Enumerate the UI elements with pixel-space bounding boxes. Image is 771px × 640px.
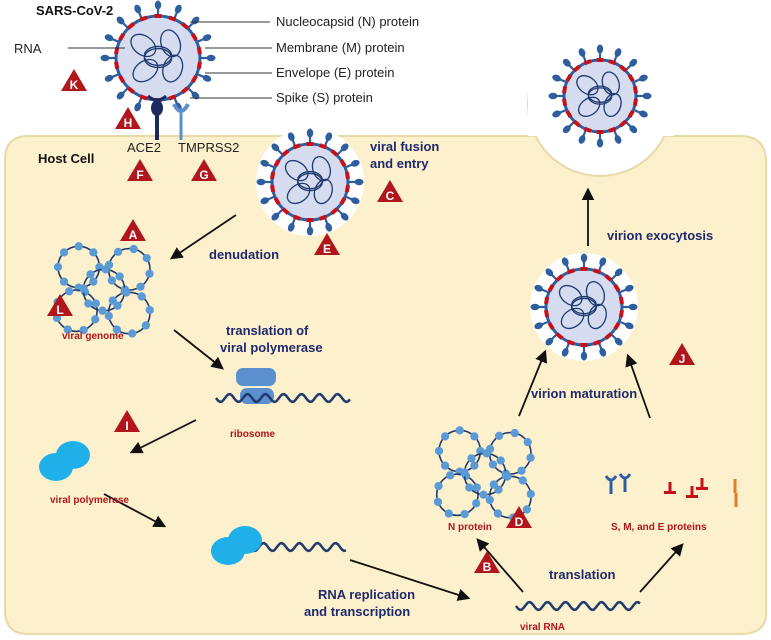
svg-text:A: A [129, 228, 138, 242]
svg-text:F: F [136, 168, 143, 182]
marker-j: J [669, 343, 695, 366]
s-m-e-proteins-label: S, M, and E proteins [611, 522, 707, 533]
svg-text:B: B [483, 560, 492, 574]
marker-i: I [114, 410, 140, 433]
svg-text:K: K [70, 78, 79, 92]
marker-d: D [506, 506, 532, 529]
svg-text:L: L [56, 303, 63, 317]
svg-text:C: C [386, 189, 395, 203]
step-markers: A B C D E F G H I J K L [47, 69, 695, 574]
virion-sars-cov-2 [100, 0, 216, 116]
marker-c: C [377, 180, 403, 203]
envelope-label: Envelope (E) protein [276, 65, 395, 80]
ribosome-icon [215, 368, 351, 404]
marker-a: A [120, 219, 146, 242]
marker-e: E [314, 233, 340, 256]
tmprss2-label: TMPRSS2 [178, 140, 240, 155]
viral-polymerase-icon [39, 441, 90, 481]
n-protein-label: N protein [448, 522, 492, 533]
marker-l: L [47, 294, 73, 317]
maturation-label: virion maturation [531, 386, 638, 401]
svg-text:J: J [679, 352, 686, 366]
svg-text:D: D [515, 515, 524, 529]
viral-genome-label: viral genome [62, 331, 124, 342]
svg-text:H: H [124, 116, 133, 130]
s-m-e-proteins [604, 473, 738, 507]
ace2-label: ACE2 [127, 140, 161, 155]
virus-label-leaders [68, 21, 272, 99]
replication-label-2: and transcription [304, 604, 411, 619]
host-cell-label: Host Cell [38, 151, 95, 166]
ribosome-label: ribosome [230, 429, 276, 440]
tmprss2-receptor [172, 103, 190, 140]
marker-g: G [191, 159, 217, 182]
polymerase-on-rna [211, 526, 347, 565]
fusion-label-1: viral fusion [370, 139, 440, 154]
virion-entry [256, 128, 364, 236]
virion-exocytosis [548, 44, 652, 148]
n-protein-cluster [433, 426, 535, 522]
marker-f: F [127, 159, 153, 182]
svg-text:I: I [125, 419, 128, 433]
virus-title: SARS-CoV-2 [36, 3, 114, 18]
marker-k: K [61, 69, 87, 92]
rna-label: RNA [14, 41, 42, 56]
svg-text:G: G [199, 168, 208, 182]
translation-label: translation [549, 567, 616, 582]
translation-polymerase-label-2: viral polymerase [220, 340, 323, 355]
spike-label: Spike (S) protein [276, 90, 373, 105]
ace2-receptor [147, 94, 167, 140]
membrane-label: Membrane (M) protein [276, 40, 405, 55]
marker-h: H [115, 107, 141, 130]
exocytosis-label: virion exocytosis [607, 228, 714, 243]
nucleocapsid-label: Nucleocapsid (N) protein [276, 14, 420, 29]
pathway-arrows [103, 187, 684, 601]
marker-b: B [474, 551, 500, 574]
viral-polymerase-label: viral polymerase [50, 495, 129, 506]
denudation-label: denudation [209, 247, 280, 262]
replication-label-1: RNA replication [318, 587, 416, 602]
svg-text:E: E [323, 242, 331, 256]
host-cell [4, 135, 767, 635]
translation-polymerase-label-1: translation of [226, 323, 309, 338]
fusion-label-2: and entry [370, 156, 429, 171]
virion-maturation [530, 253, 638, 361]
viral-rna-strand [515, 600, 641, 612]
viral-rna-label: viral RNA [520, 622, 566, 633]
